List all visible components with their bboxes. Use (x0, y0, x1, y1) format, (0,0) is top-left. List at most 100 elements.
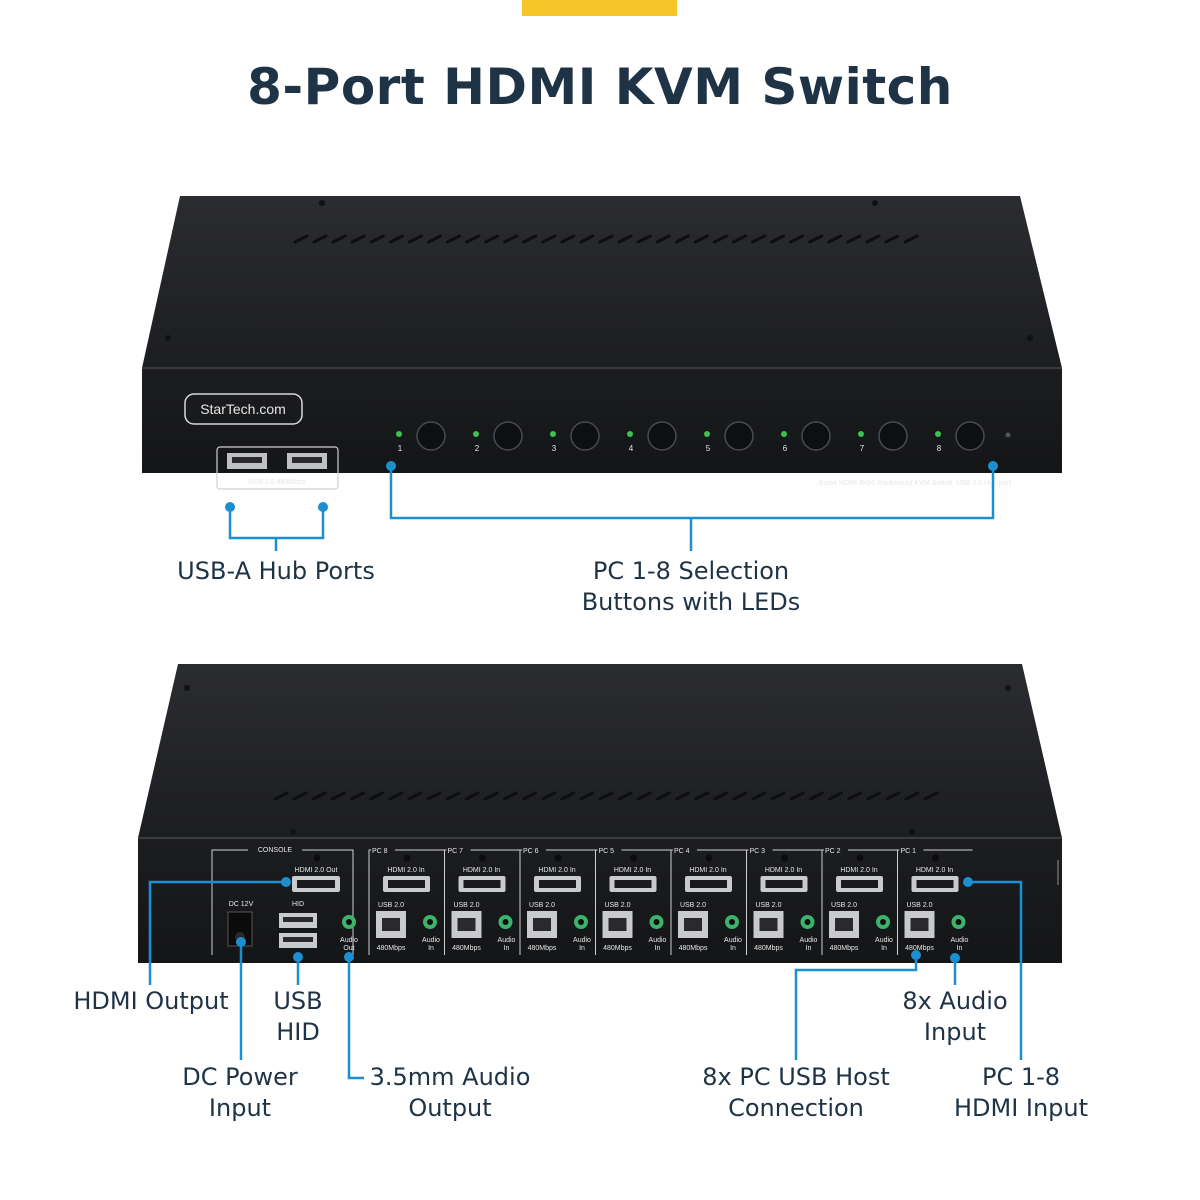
status-led (1005, 432, 1011, 438)
callout-dc-power-line1: DC Power (182, 1063, 298, 1091)
accent-bar (522, 0, 677, 16)
vent-slot (866, 791, 882, 801)
callout-usb-host: 8x PC USB Host Connection (686, 1062, 906, 1124)
usb-label: USB 2.0 (604, 902, 630, 909)
vent-slot (636, 791, 652, 801)
vent-slot (884, 234, 900, 244)
audio-in-label-1: Audio (498, 937, 516, 944)
pc-select-button-5[interactable] (724, 421, 754, 451)
audio-in-label-2: In (428, 945, 434, 952)
pc-select-button-8[interactable] (955, 421, 985, 451)
callout-audio-input-line1: 8x Audio (902, 987, 1008, 1015)
usb-label: USB 2.0 (680, 902, 706, 909)
usb-speed-label: 480Mbps (754, 945, 783, 952)
callout-usb-hid-line1: USB (273, 987, 323, 1015)
vent-slot (751, 791, 767, 801)
vent-slot (885, 791, 901, 801)
audio-in-label-1: Audio (875, 937, 893, 944)
pc-select-button-4[interactable] (647, 421, 677, 451)
pc-select-button-2[interactable] (493, 421, 523, 451)
pc-port-label: PC 2 (825, 848, 841, 855)
callout-dc-power-line2: Input (208, 1094, 272, 1122)
usb-label: USB 2.0 (831, 902, 857, 909)
vent-slot (483, 791, 499, 801)
usb-speed-label: 480Mbps (603, 945, 632, 952)
vent-slot (655, 234, 671, 244)
vent-slot (693, 234, 709, 244)
vent-slot (503, 234, 519, 244)
vent-slot (617, 791, 633, 801)
hdmi-out-callout-line (148, 880, 286, 985)
callout-hdmi-input-line2: HDMI Input (953, 1094, 1089, 1122)
port-number-3: 3 (552, 444, 557, 453)
hid-label: HID (292, 901, 304, 908)
pc-select-button-7[interactable] (878, 421, 908, 451)
usb-speed-label: 480Mbps (679, 945, 708, 952)
vent-slot (522, 791, 538, 801)
brand-logo (184, 393, 303, 425)
callout-usb-hid-line2: HID (276, 1018, 320, 1046)
front-vent-slots (293, 234, 919, 244)
vent-slot (484, 234, 500, 244)
vent-slot (465, 234, 481, 244)
dc-label: DC 12V (229, 901, 254, 908)
callout-dc-power: DC Power Input (160, 1062, 320, 1124)
vent-slot (903, 234, 919, 244)
vent-slot (827, 234, 843, 244)
vent-slot (770, 234, 786, 244)
pc-port-label: PC 3 (750, 848, 766, 855)
vent-slot (923, 791, 939, 801)
vent-slot (713, 791, 729, 801)
callout-usb-hid: USB HID (258, 986, 338, 1048)
hdmi-in-label: HDMI 2.0 In (916, 867, 953, 874)
vent-slot (655, 791, 671, 801)
hdmi-in-label: HDMI 2.0 In (463, 867, 500, 874)
vent-slot (617, 234, 633, 244)
rear-unit-top (138, 664, 1062, 838)
audio-in-label-1: Audio (573, 937, 591, 944)
pc-port-label: PC 5 (599, 848, 615, 855)
vent-slot (522, 234, 538, 244)
vent-slot (560, 234, 576, 244)
callout-pc-selection: PC 1-8 Selection Buttons with LEDs (551, 556, 831, 618)
vent-slot (865, 234, 881, 244)
audio-out-callout-line (347, 957, 364, 1080)
vent-slot (789, 791, 805, 801)
hdmi-in-label: HDMI 2.0 In (614, 867, 651, 874)
pc-select-button-6[interactable] (801, 421, 831, 451)
hdmi-in-label: HDMI 2.0 In (765, 867, 802, 874)
rear-vent-slots (273, 791, 939, 801)
audio-in-label-1: Audio (422, 937, 440, 944)
port-led-4 (627, 431, 633, 437)
vent-slot (350, 234, 366, 244)
vent-slot (579, 234, 595, 244)
port-number-1: 1 (398, 444, 403, 453)
vent-slot (330, 791, 346, 801)
audio-in-label-2: In (655, 945, 661, 952)
vent-slot (388, 791, 404, 801)
callout-audio-output-line2: Output (408, 1094, 492, 1122)
callout-hdmi-input-line1: PC 1-8 (981, 1063, 1061, 1091)
rear-unit: CONSOLE HDMI 2.0 Out DC 12V HID Audio Ou… (138, 664, 1062, 963)
port-number-8: 8 (937, 444, 942, 453)
front-panel-face (142, 368, 1062, 473)
vent-slot (349, 791, 365, 801)
vent-slot (292, 791, 308, 801)
vent-slot (731, 234, 747, 244)
hdmi-in-label: HDMI 2.0 In (538, 867, 575, 874)
usb-hub-frame (216, 446, 339, 490)
port-led-6 (781, 431, 787, 437)
callout-hdmi-output-text: HDMI Output (73, 987, 229, 1015)
callout-hdmi-output: HDMI Output (56, 986, 246, 1017)
pc-select-button-1[interactable] (416, 421, 446, 451)
front-unit-top (142, 196, 1062, 368)
pc-port-label: PC 1 (901, 848, 917, 855)
vent-slot (846, 234, 862, 244)
pc-select-button-3[interactable] (570, 421, 600, 451)
vent-slot (311, 791, 327, 801)
